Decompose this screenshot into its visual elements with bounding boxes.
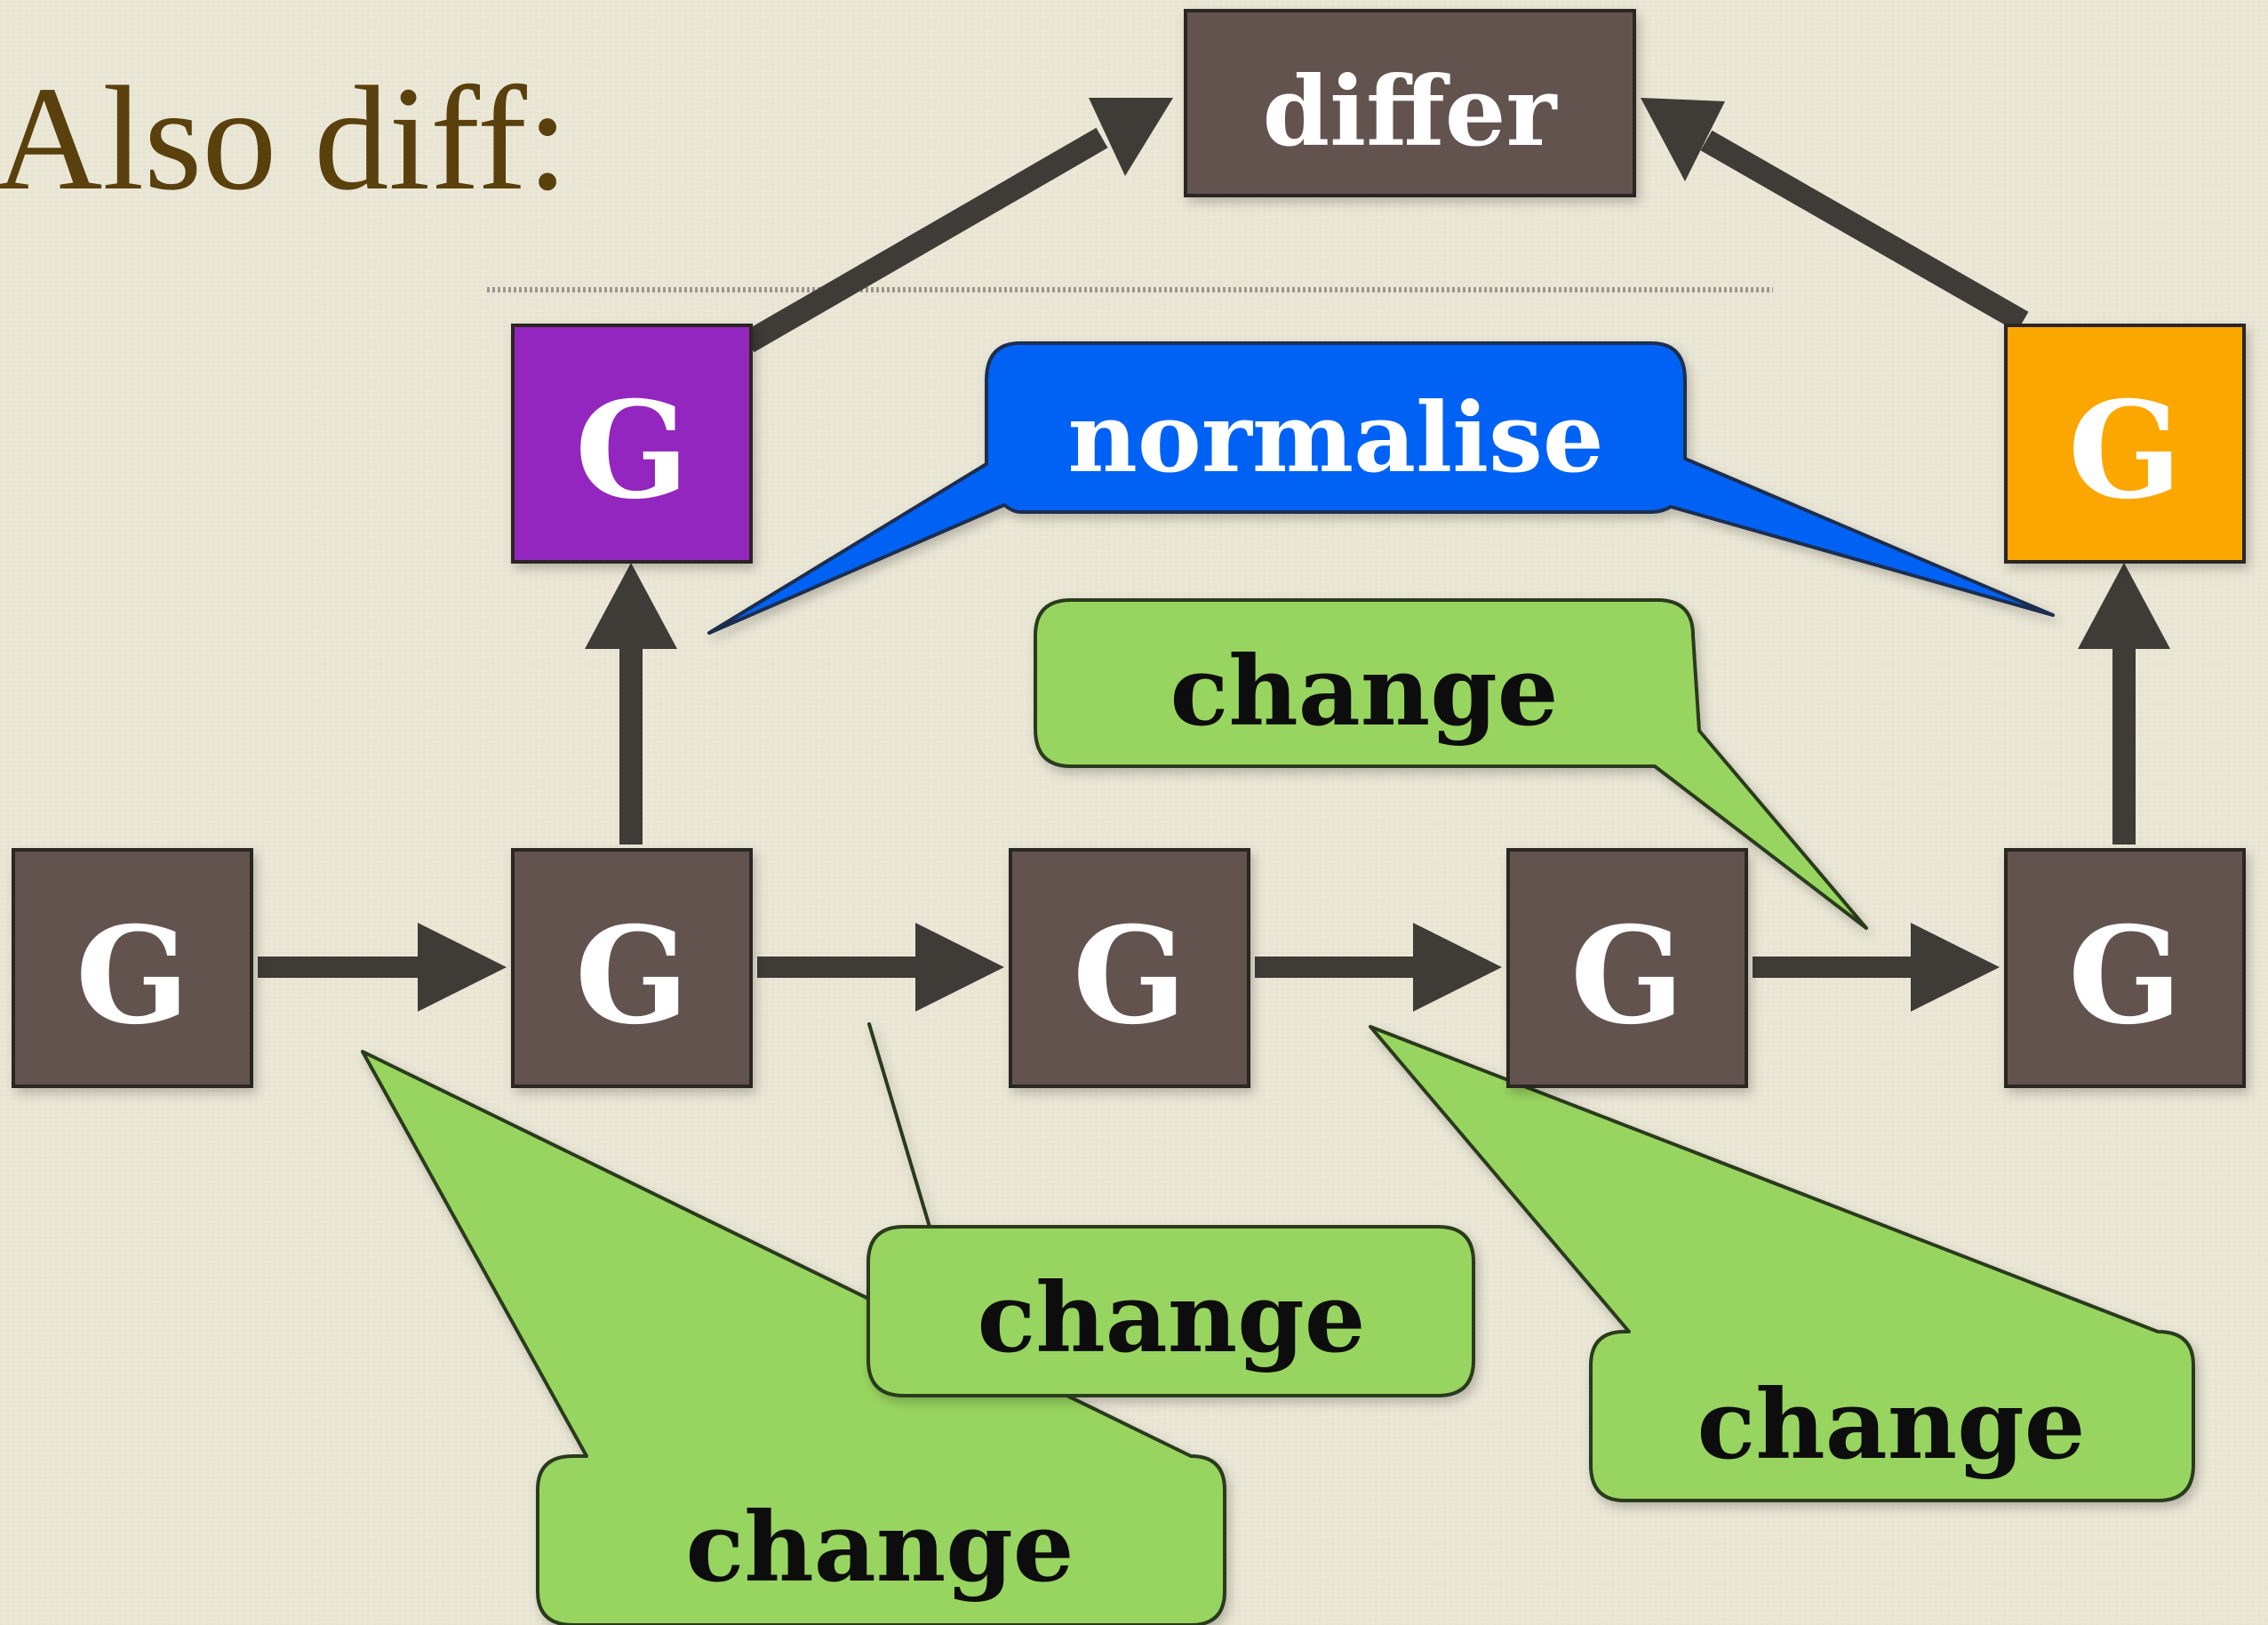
change-1-label: change	[685, 1492, 1074, 1604]
node-row: G G G G G	[12, 848, 2246, 1088]
arrow-orange-differ-head	[1641, 98, 1725, 181]
node-purple-label: G	[575, 372, 689, 529]
change-top-callout: change	[1034, 598, 1868, 930]
change-1-callout-shape	[361, 1050, 1226, 1625]
arrow-g4-g5-head	[1911, 923, 2000, 1012]
arrow-g2-up-head	[585, 563, 677, 649]
differ-label: differ	[1263, 56, 1559, 168]
node-orange: G	[2004, 324, 2246, 564]
arrow-purple-differ	[742, 127, 1108, 353]
normalise-callout: normalise	[707, 341, 2055, 635]
differ-box: differ	[1184, 9, 1636, 197]
arrow-purple-differ-head	[1089, 98, 1173, 176]
page-title: Also diff:	[0, 56, 569, 221]
node-g1-label: G	[76, 898, 189, 1054]
node-g2-label: G	[575, 898, 689, 1054]
node-purple: G	[511, 324, 753, 564]
node-g5: G	[2004, 848, 2246, 1088]
arrow-g1-g2-head	[418, 923, 507, 1012]
change-3-callout: change	[1369, 1025, 2195, 1502]
arrows	[258, 98, 2170, 1012]
arrow-g5-up-head	[2078, 563, 2170, 649]
change-2-callout-shape	[866, 1022, 1475, 1397]
change-3-callout-shape	[1369, 1025, 2195, 1502]
node-g4-label: G	[1570, 898, 1684, 1054]
arrow-orange-differ	[1700, 130, 2029, 332]
node-g2: G	[511, 848, 753, 1088]
change-top-label: change	[1170, 636, 1558, 748]
node-g5-label: G	[2068, 898, 2182, 1054]
arrow-g3-g4-head	[1413, 923, 1502, 1012]
arrow-g2-g3-head	[915, 923, 1004, 1012]
change-2-callout: change	[866, 1022, 1475, 1397]
change-2-label: change	[977, 1262, 1365, 1374]
node-orange-label: G	[2068, 372, 2182, 529]
node-g3-label: G	[1073, 898, 1186, 1054]
node-g3: G	[1009, 848, 1250, 1088]
normalise-label: normalise	[1067, 382, 1603, 494]
normalise-callout-shape	[707, 341, 2055, 635]
change-3-label: change	[1697, 1369, 2085, 1481]
change-top-callout-shape	[1034, 598, 1868, 930]
change-1-callout: change	[361, 1050, 1226, 1625]
node-g4: G	[1506, 848, 1748, 1088]
node-g1: G	[12, 848, 253, 1088]
